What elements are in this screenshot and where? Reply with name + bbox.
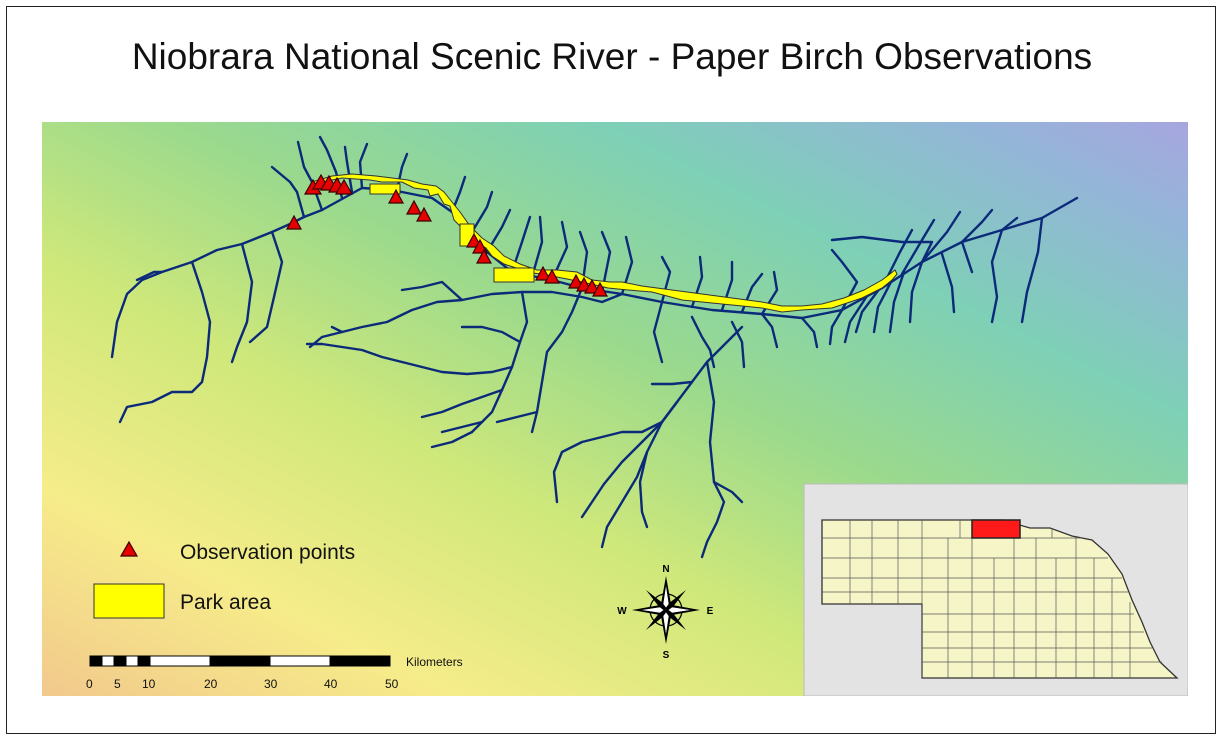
scale-tick-label: 5 (114, 677, 121, 691)
observation-point[interactable] (543, 268, 561, 284)
park-area-block (369, 183, 401, 195)
park-area-block (493, 267, 535, 283)
observation-point[interactable] (405, 199, 423, 215)
map-title: Niobrara National Scenic River - Paper B… (131, 36, 1093, 77)
west-branch (110, 222, 292, 359)
inset-locator-map[interactable] (803, 483, 1188, 696)
observation-point[interactable] (334, 178, 354, 195)
scale-tick-label: 0 (86, 677, 93, 691)
river-network (110, 135, 1079, 559)
terrain-map[interactable]: N S W E (42, 122, 1188, 696)
observation-point[interactable] (534, 265, 552, 281)
observation-points (285, 173, 609, 297)
observation-point[interactable] (387, 188, 405, 204)
legend-park-label: Park area (180, 591, 272, 614)
observation-point[interactable] (285, 214, 303, 230)
east-label: E (707, 606, 714, 617)
scale-tick-label: 20 (204, 677, 218, 691)
scale-tick-label: 30 (264, 677, 278, 691)
observation-point[interactable] (567, 273, 585, 289)
scale-bar (89, 655, 391, 667)
legend-observation-symbol (119, 540, 139, 557)
scale-tick-label: 50 (385, 677, 399, 691)
legend-observation-label: Observation points (180, 541, 356, 564)
north-arrow: N S W E (617, 564, 713, 661)
observation-point[interactable] (415, 206, 433, 222)
observation-point[interactable] (475, 248, 493, 264)
south-label: S (663, 650, 670, 661)
scale-unit-label: Kilometers (406, 655, 463, 669)
observation-point[interactable] (591, 281, 609, 297)
north-label: N (662, 564, 669, 575)
observation-point[interactable] (583, 278, 601, 294)
study-area-highlight[interactable] (971, 519, 1021, 539)
scale-tick-label: 40 (324, 677, 338, 691)
scale-tick-label: 10 (142, 677, 156, 691)
west-label: W (617, 606, 627, 617)
legend-park-symbol (93, 583, 165, 619)
